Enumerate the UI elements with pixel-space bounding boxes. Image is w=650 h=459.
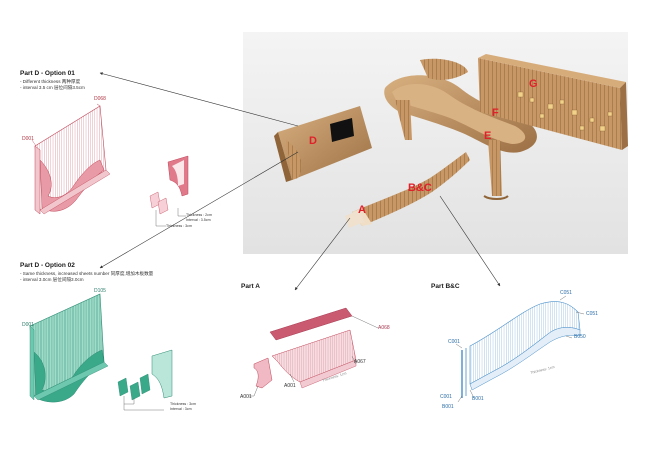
render-part-bc [345,152,470,228]
render-label-e: E [484,130,492,142]
part-bc-label-b050: B050 [574,334,586,340]
option02-note-2: - interval 3.0cm 层位间隔3.0cm [20,277,84,282]
option02-label-left: D001 [22,322,34,328]
part-a-label-top: A068 [378,325,390,331]
part-bc-drawing [455,295,585,403]
render-label-d: D [309,135,317,147]
render-label-a: A [358,204,366,216]
option02-interval: Interval : 3cm [170,407,192,411]
option01-drawing [31,103,189,227]
part-a-drawing [248,307,379,397]
render-part-g [478,54,628,150]
render-label-g: G [529,78,538,90]
option01-note-2: - interval 3.5 cm 层位间隔3.5cm [20,85,85,90]
part-bc-label-c051-right: C051 [586,311,598,317]
part-bc-label-b001-bottom: B001 [472,396,484,402]
part-bc-label-c001-bottom: C001 [440,394,452,400]
part-a-label-left: A001 [240,394,252,400]
render-label-f: F [492,107,499,119]
option02-title: Part D - Option 02 [20,262,75,269]
leader-arrows [99,72,501,291]
part-a-label-right: A067 [354,359,366,365]
render-part-ef [384,58,537,200]
part-a-title: Part A [241,283,260,290]
part-bc-label-c001-top: C001 [448,339,460,345]
render-label-bc: B&C [408,182,432,194]
part-bc-title: Part B&C [431,283,460,290]
part-bc-label-b001-left: B001 [442,404,454,410]
option01-label-left: D001 [22,136,34,142]
part-a-label-bottom: A001 [284,383,296,389]
option02-thickness: Thickness : 3cm [170,402,196,406]
option01-title: Part D - Option 01 [20,70,75,77]
option02-drawing [29,293,173,411]
option01-label-top: D068 [94,96,106,102]
option01-thickness-a: Thickness : 2cm [186,213,212,217]
option02-note-1: - Same thickness, increased sheets numbe… [20,271,154,276]
option02-label-top: D105 [94,288,106,294]
option01-note-1: - Different thickness 两种厚度 [20,79,81,84]
option01-thickness-b: Thickness : 3cm [166,224,192,228]
render-part-d [274,106,372,182]
part-bc-label-c051-top: C051 [560,290,572,296]
option01-interval: Interval : 3.5cm [186,218,211,222]
